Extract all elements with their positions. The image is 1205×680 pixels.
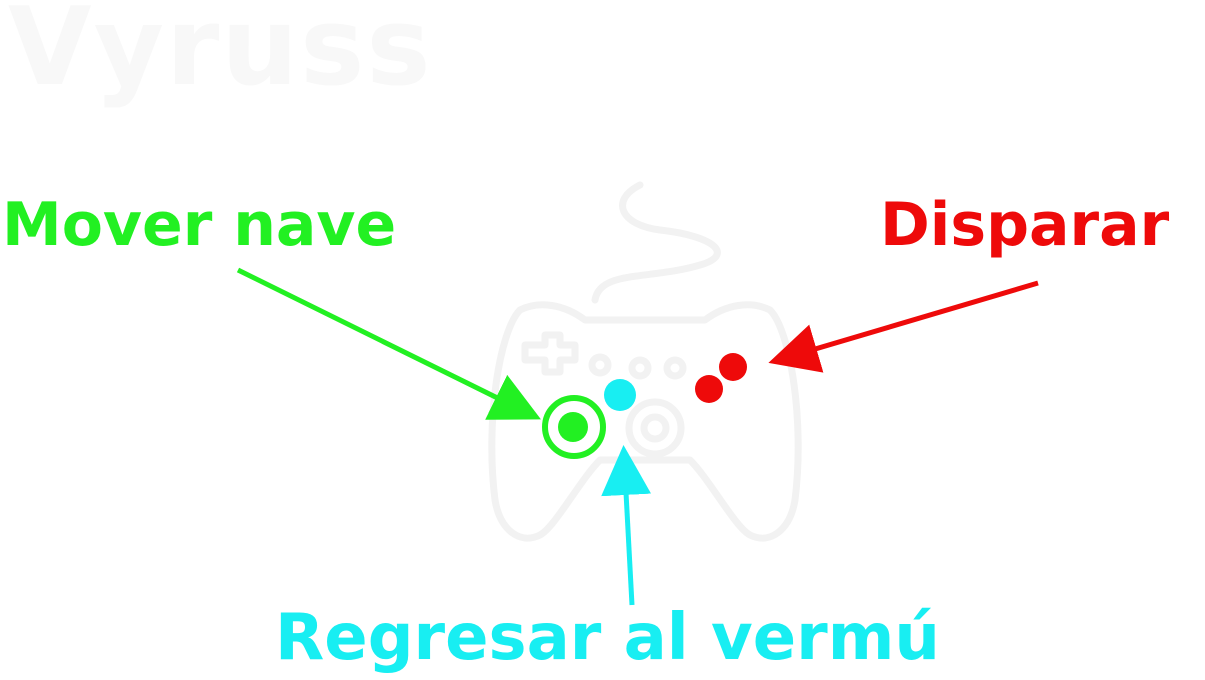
fire-button-dot-2: [695, 375, 723, 403]
fire-button-dot-1: [719, 353, 747, 381]
return-label: Regresar al vermú: [275, 601, 940, 675]
game-title: Vyruss: [8, 0, 433, 110]
back-button-dot: [604, 379, 636, 411]
fire-arrow: [768, 280, 1039, 373]
move-ship-label: Mover nave: [2, 190, 397, 260]
gamepad-icon: [488, 181, 802, 542]
back-arrow: [601, 445, 652, 606]
fire-label: Disparar: [880, 190, 1170, 260]
left-stick-ring: [542, 395, 606, 459]
left-stick-dot: [558, 412, 588, 442]
move-arrow: [236, 267, 541, 420]
